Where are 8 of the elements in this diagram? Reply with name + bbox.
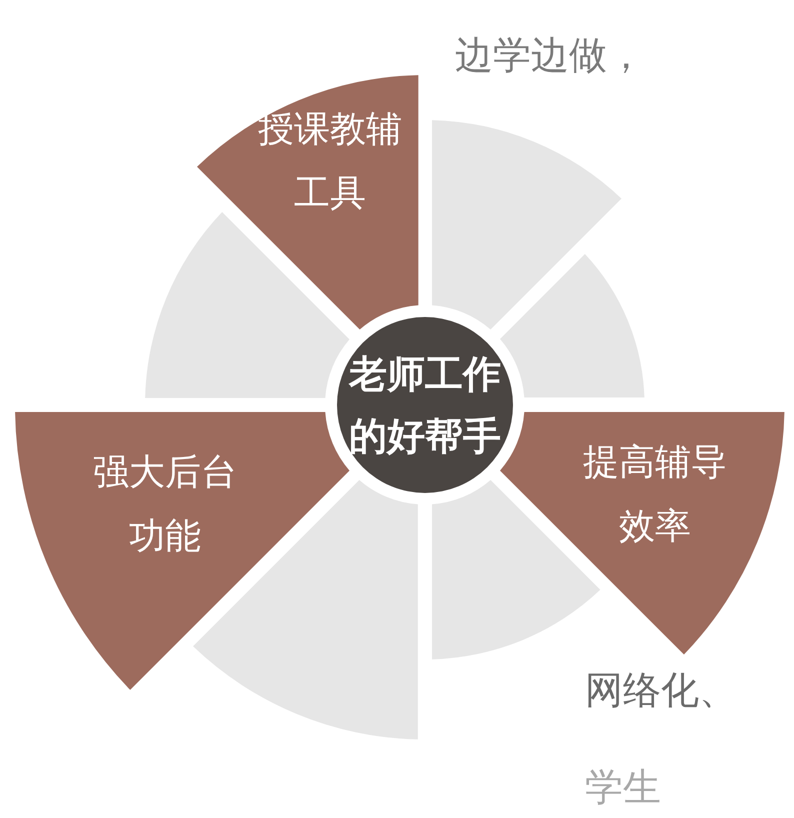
sector-label: 强大后台功能 <box>92 451 238 559</box>
note-text: 网络化、 <box>585 667 737 714</box>
sector-label: 授课教辅工具 <box>256 108 403 216</box>
sector-label: 提高辅导效率 <box>582 441 728 549</box>
center-label: 老师工作的好帮手 <box>348 351 502 460</box>
note-text: 学生 <box>585 764 661 811</box>
note-text: 边学边做， <box>455 32 645 79</box>
center-circle <box>337 317 513 493</box>
